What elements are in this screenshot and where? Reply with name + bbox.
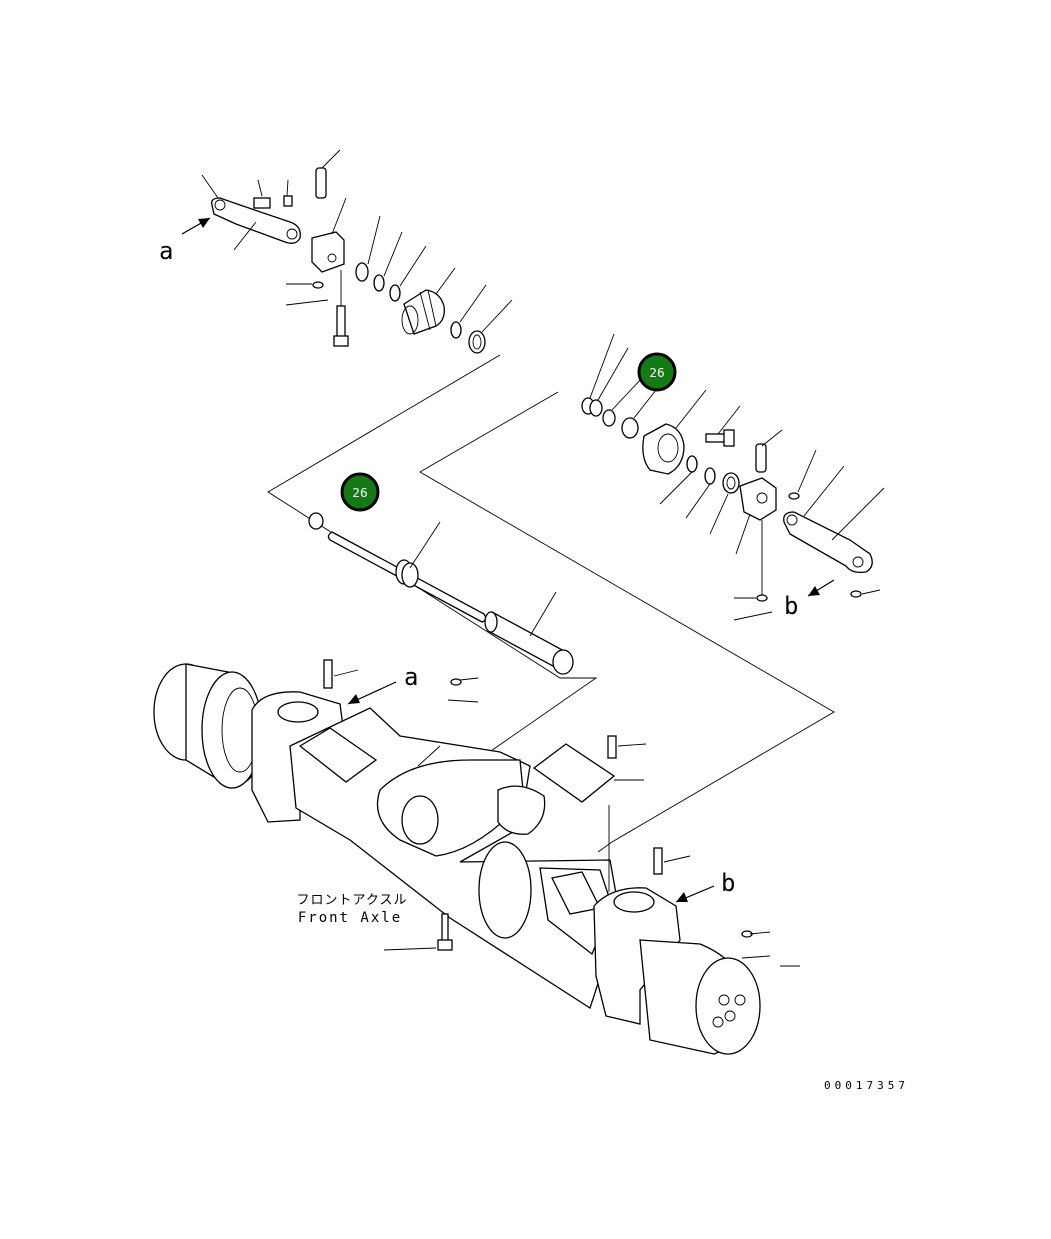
pin-top-left	[315, 149, 341, 199]
assembly-label-en: Front Axle	[298, 910, 402, 926]
washer-left	[286, 281, 324, 289]
assembly-label-jp: フロントアクスル	[297, 893, 408, 908]
view-marker-b-mid: b	[721, 869, 735, 897]
o-rings-right	[659, 455, 716, 519]
cylinder-rod	[327, 521, 487, 623]
group-frame-right	[419, 391, 835, 853]
view-marker-a-top: a	[159, 237, 173, 265]
view-marker-a-mid: a	[404, 663, 418, 691]
gland-nut-right	[642, 389, 707, 475]
callout-26-lower-label: 26	[352, 486, 367, 500]
arrow-a-mid	[347, 681, 397, 705]
pin-right	[755, 429, 783, 473]
bolt-right-top	[705, 405, 741, 447]
grease-fitting-left	[253, 179, 293, 209]
callout-26-lower[interactable]: 26	[340, 472, 380, 512]
dust-seal-left	[468, 299, 513, 354]
cylinder-tube	[484, 591, 574, 675]
bushing-left	[401, 267, 456, 335]
callout-26-upper-label: 26	[649, 366, 664, 380]
front-axle-housing	[153, 659, 800, 1055]
seal-rings-left	[355, 215, 427, 302]
bolt-right-bottom	[733, 520, 773, 621]
o-ring-left-a	[450, 284, 487, 339]
arrow-a-top	[181, 217, 211, 235]
dust-seal-right	[709, 472, 740, 535]
washer-right-end	[850, 589, 881, 598]
washer-right	[788, 449, 817, 500]
arrow-b-right	[807, 579, 835, 597]
steering-link-left	[201, 174, 301, 251]
bolt-left	[285, 270, 349, 347]
o-ring-center	[308, 512, 324, 530]
arrow-b-mid	[675, 885, 715, 903]
callout-26-upper[interactable]: 26	[637, 352, 677, 392]
steering-link-right	[783, 465, 885, 574]
clevis-block-left	[311, 197, 347, 273]
group-frame-left	[267, 354, 598, 779]
seal-rings-right	[581, 333, 657, 439]
clevis-block-right	[735, 477, 777, 555]
view-marker-b-right: b	[784, 592, 798, 620]
drawing-number: 00017357	[824, 1079, 909, 1092]
